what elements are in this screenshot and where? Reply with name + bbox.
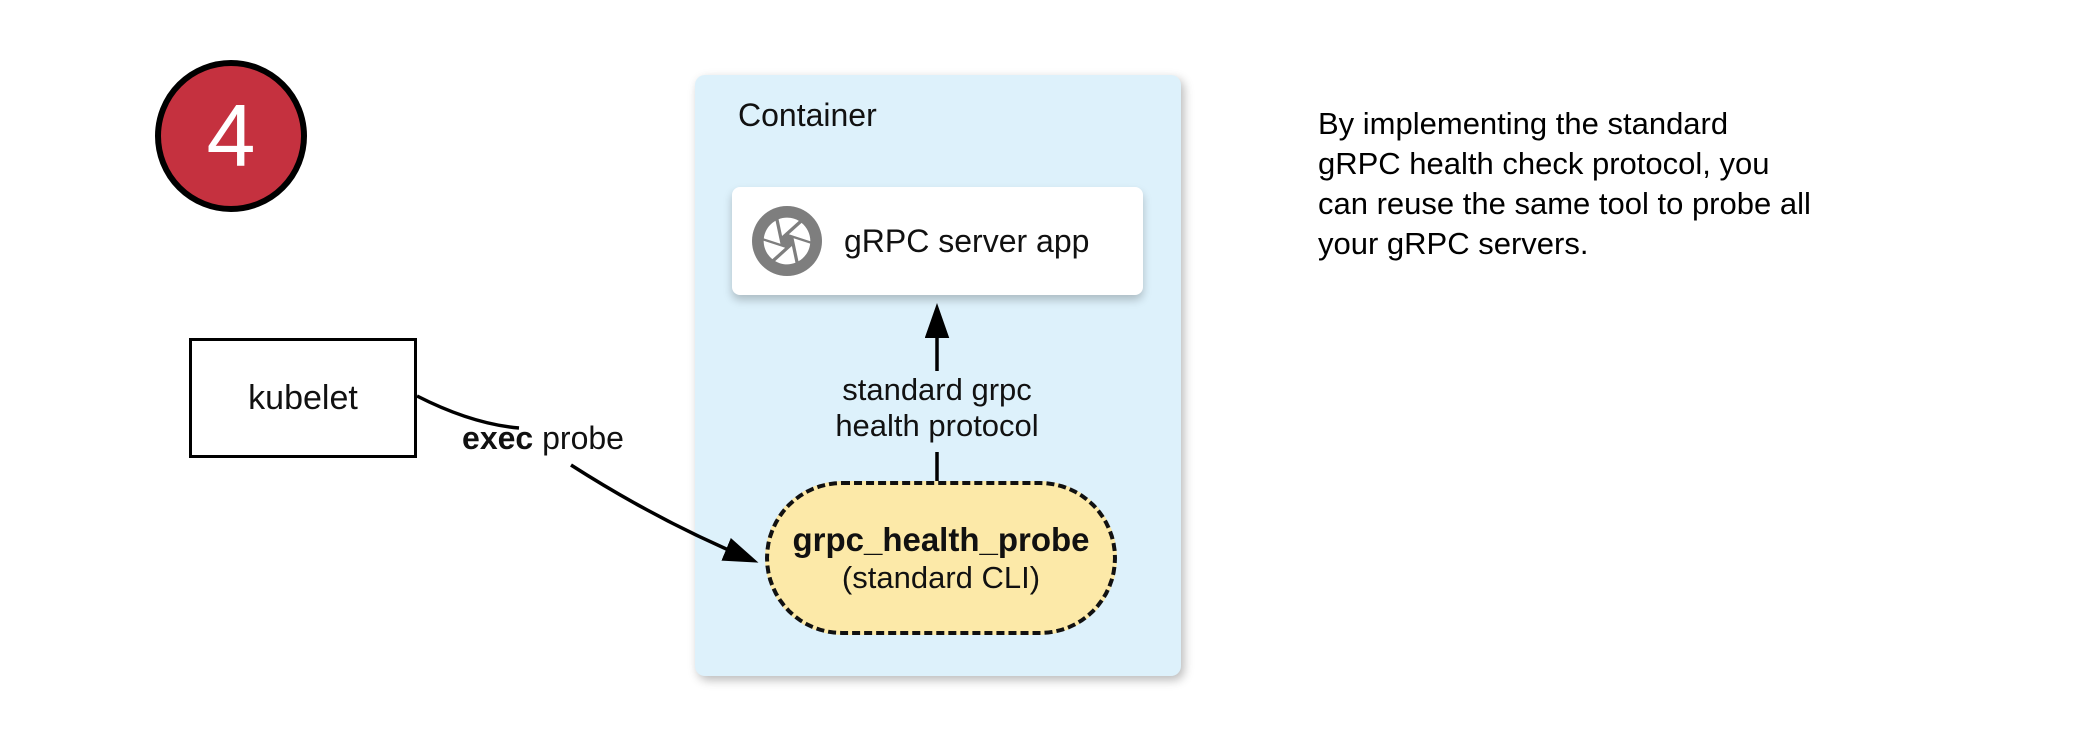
grpc-health-probe-label: grpc_health_probe: [792, 521, 1090, 558]
note-line: By implementing the standard: [1318, 106, 1729, 141]
protocol-label-line2: health protocol: [835, 408, 1039, 443]
container-group: Container gRPC server app grpc_health_pr…: [695, 75, 1181, 676]
protocol-edge-label: standard grpc health protocol: [777, 372, 1097, 444]
exec-keyword: exec: [462, 420, 534, 456]
grpc-health-probe-node: grpc_health_probe (standard CLI): [765, 481, 1117, 635]
grpc-server-label: gRPC server app: [844, 222, 1090, 259]
note-line: gRPC health check protocol, you: [1318, 146, 1770, 181]
note-line: your gRPC servers.: [1318, 226, 1589, 261]
kubelet-label: kubelet: [248, 378, 358, 417]
step-number: 4: [206, 86, 256, 185]
grpc-server-node: gRPC server app: [732, 187, 1143, 295]
grpc-health-probe-subtitle: (standard CLI): [841, 560, 1041, 595]
grpc-aperture-icon: [752, 206, 822, 276]
step-badge: 4: [155, 60, 307, 212]
protocol-label-line1: standard grpc: [842, 372, 1032, 407]
note-line: can reuse the same tool to probe all: [1318, 186, 1811, 221]
exec-probe-edge-label: exec probe: [433, 419, 653, 457]
note-paragraph: By implementing the standard gRPC health…: [1318, 104, 1838, 264]
container-title: Container: [738, 97, 877, 133]
kubelet-node: kubelet: [189, 338, 417, 458]
probe-word: probe: [533, 420, 624, 456]
